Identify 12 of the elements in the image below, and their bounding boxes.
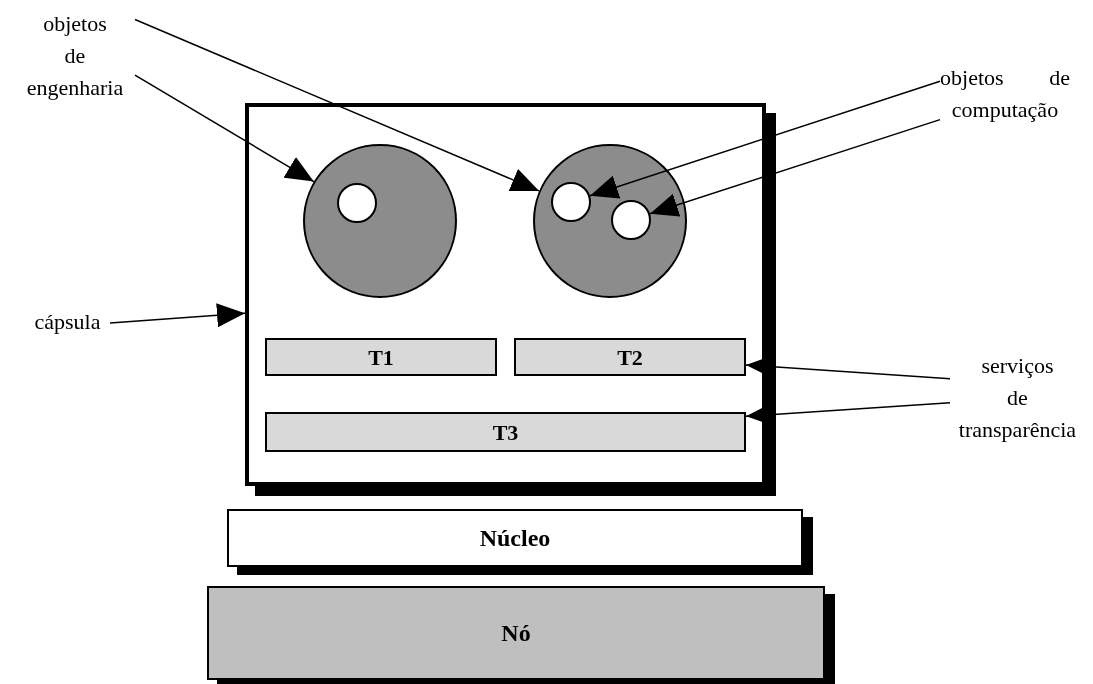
leader-arrow <box>134 74 315 183</box>
leader-arrow <box>134 18 540 192</box>
callout-label: serviços de transparência <box>950 350 1085 446</box>
leader-arrow <box>109 303 246 328</box>
transparency-service-bar: T1 <box>265 338 497 376</box>
transparency-service-bar: T3 <box>265 412 746 452</box>
transparency-service-bar: T2 <box>514 338 746 376</box>
callout-label: cápsula <box>25 306 110 340</box>
callout-label: objetos de engenharia <box>15 8 135 104</box>
leader-arrow <box>649 118 941 217</box>
leader-arrow <box>589 80 941 199</box>
callout-label: objetos de computação <box>940 62 1070 158</box>
